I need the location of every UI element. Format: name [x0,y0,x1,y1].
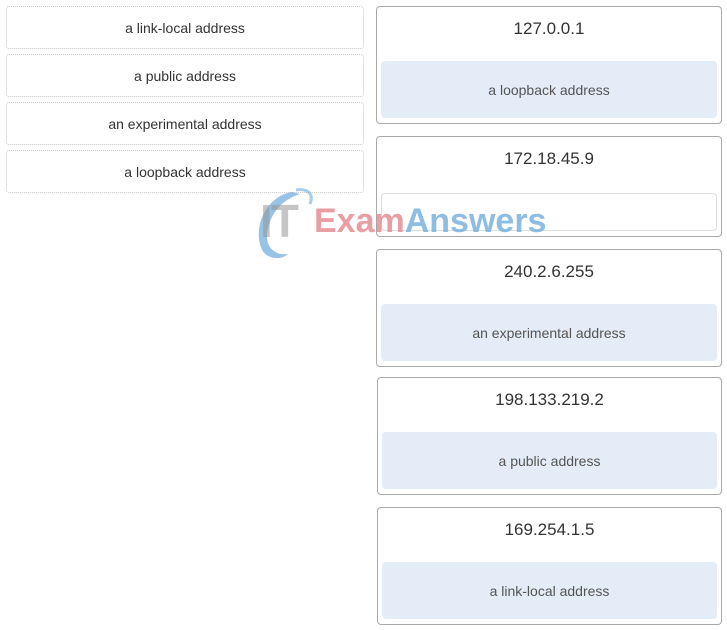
target-box-169: 169.254.1.5 a link-local address [377,507,722,625]
option-experimental[interactable]: an experimental address [6,102,364,145]
target-box-127: 127.0.0.1 a loopback address [376,6,722,124]
target-label: 198.133.219.2 [495,390,604,409]
drop-zone[interactable]: a loopback address [381,61,717,118]
option-public[interactable]: a public address [6,54,364,97]
option-loopback[interactable]: a loopback address [6,150,364,193]
target-label: 240.2.6.255 [504,262,594,281]
answer-options-list: a link-local address a public address an… [6,6,364,198]
watermark-it: IT [260,195,299,247]
target-box-198: 198.133.219.2 a public address [377,377,722,495]
target-label: 127.0.0.1 [513,19,585,38]
target-box-240: 240.2.6.255 an experimental address [376,249,722,367]
target-label: 169.254.1.5 [504,520,595,539]
option-link-local[interactable]: a link-local address [6,6,364,49]
drop-zone[interactable]: an experimental address [381,304,717,361]
drop-zone[interactable]: a link-local address [382,562,717,619]
drop-zone-empty[interactable] [381,193,717,231]
drop-zone[interactable]: a public address [382,432,717,489]
target-label: 172.18.45.9 [504,149,594,168]
target-box-172: 172.18.45.9 [376,136,722,237]
